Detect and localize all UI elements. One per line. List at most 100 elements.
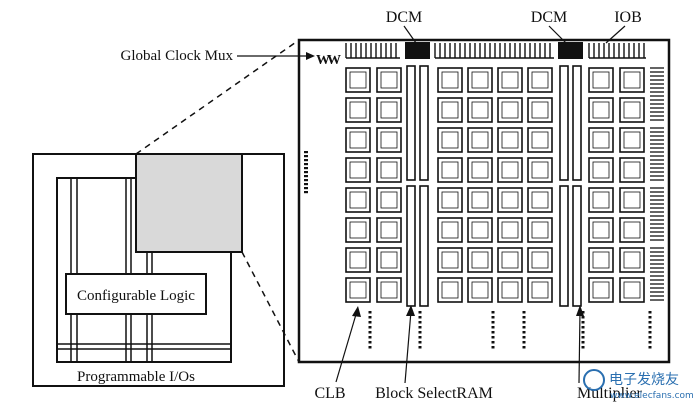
iob-pad	[418, 341, 422, 344]
iob-pad	[304, 183, 308, 186]
iob-pad	[368, 331, 372, 334]
iob-pad	[648, 336, 652, 339]
clb-block	[588, 187, 614, 213]
clb-block	[467, 157, 493, 183]
iob-pad	[304, 159, 308, 162]
clb-block	[437, 97, 463, 123]
iob-pad	[648, 341, 652, 344]
iob-pad	[581, 311, 585, 314]
clb-block	[619, 67, 645, 93]
iob-pad	[304, 171, 308, 174]
iob-pad	[581, 346, 585, 349]
core-routing-channels	[57, 178, 231, 362]
iob-label: IOB	[614, 9, 642, 26]
clb-inner	[380, 161, 398, 179]
block-selectram-leader	[404, 310, 412, 384]
iob-pad	[368, 326, 372, 329]
clb-leader	[335, 310, 358, 383]
multiplier-leader	[578, 310, 581, 384]
iob-pad	[581, 331, 585, 334]
global-clock-mux-label: Global Clock Mux	[121, 48, 234, 64]
iob-pad	[491, 311, 495, 314]
ram-multiplier-columns	[406, 65, 582, 307]
iob-pad	[418, 326, 422, 329]
clb-block	[588, 217, 614, 243]
clb-inner	[501, 251, 519, 269]
clb-inner	[441, 251, 459, 269]
clb-block	[345, 277, 371, 303]
iob-pad	[304, 155, 308, 158]
clb-block	[467, 187, 493, 213]
iob-pad	[368, 341, 372, 344]
clb-block	[437, 247, 463, 273]
iob-pad	[368, 321, 372, 324]
clb-block	[345, 247, 371, 273]
clb-inner	[349, 131, 367, 149]
clb-inner	[531, 281, 549, 299]
detail-view-border	[297, 38, 671, 364]
clb-inner	[441, 131, 459, 149]
clb-block	[376, 187, 402, 213]
clb-block	[376, 277, 402, 303]
clb-inner	[441, 161, 459, 179]
dcm-left-leader	[403, 25, 417, 44]
iob-pad	[491, 331, 495, 334]
clb-inner	[623, 251, 641, 269]
clb-block	[619, 217, 645, 243]
iob-pad	[522, 316, 526, 319]
clb-block	[588, 67, 614, 93]
clb-block	[497, 187, 523, 213]
clb-grid	[345, 67, 645, 303]
iob-pad	[368, 311, 372, 314]
clb-block	[588, 247, 614, 273]
zoom-line-bottom	[241, 251, 300, 363]
clb-block	[345, 97, 371, 123]
iob-pad	[648, 331, 652, 334]
clb-arrowhead	[352, 306, 361, 317]
clb-block	[497, 247, 523, 273]
clb-inner	[471, 191, 489, 209]
clb-inner	[349, 221, 367, 239]
block-selectram-column	[559, 65, 569, 181]
iob-pad	[491, 326, 495, 329]
clb-inner	[441, 221, 459, 239]
clb-block	[619, 247, 645, 273]
clb-block	[376, 67, 402, 93]
clb-block	[345, 217, 371, 243]
iob-pad	[304, 179, 308, 182]
iob-top-row	[345, 43, 646, 59]
clb-block	[437, 217, 463, 243]
clb-inner	[501, 221, 519, 239]
chip-overview: Configurable Logic Programmable I/Os	[32, 153, 285, 387]
clb-inner	[349, 161, 367, 179]
clb-inner	[623, 71, 641, 89]
clb-inner	[501, 71, 519, 89]
configurable-logic-box	[65, 273, 207, 315]
global-clock-mux-arrowhead	[306, 52, 315, 60]
clb-block	[619, 157, 645, 183]
iob-pad	[491, 346, 495, 349]
clb-inner	[531, 131, 549, 149]
clb-block	[467, 97, 493, 123]
clb-block	[376, 127, 402, 153]
clb-inner	[623, 191, 641, 209]
clb-inner	[349, 71, 367, 89]
clb-label: CLB	[314, 385, 345, 402]
iob-pad	[648, 321, 652, 324]
clb-inner	[592, 191, 610, 209]
clb-block	[467, 67, 493, 93]
iob-pad	[522, 331, 526, 334]
clb-block	[345, 67, 371, 93]
clb-block	[497, 127, 523, 153]
dcm-right-leader	[548, 25, 567, 44]
block-selectram-column	[559, 185, 569, 307]
watermark-logo	[583, 369, 605, 391]
clb-block	[345, 157, 371, 183]
iob-pad	[368, 336, 372, 339]
clb-inner	[623, 161, 641, 179]
zoom-connectors	[135, 39, 300, 363]
clb-inner	[471, 131, 489, 149]
iob-pad	[491, 316, 495, 319]
